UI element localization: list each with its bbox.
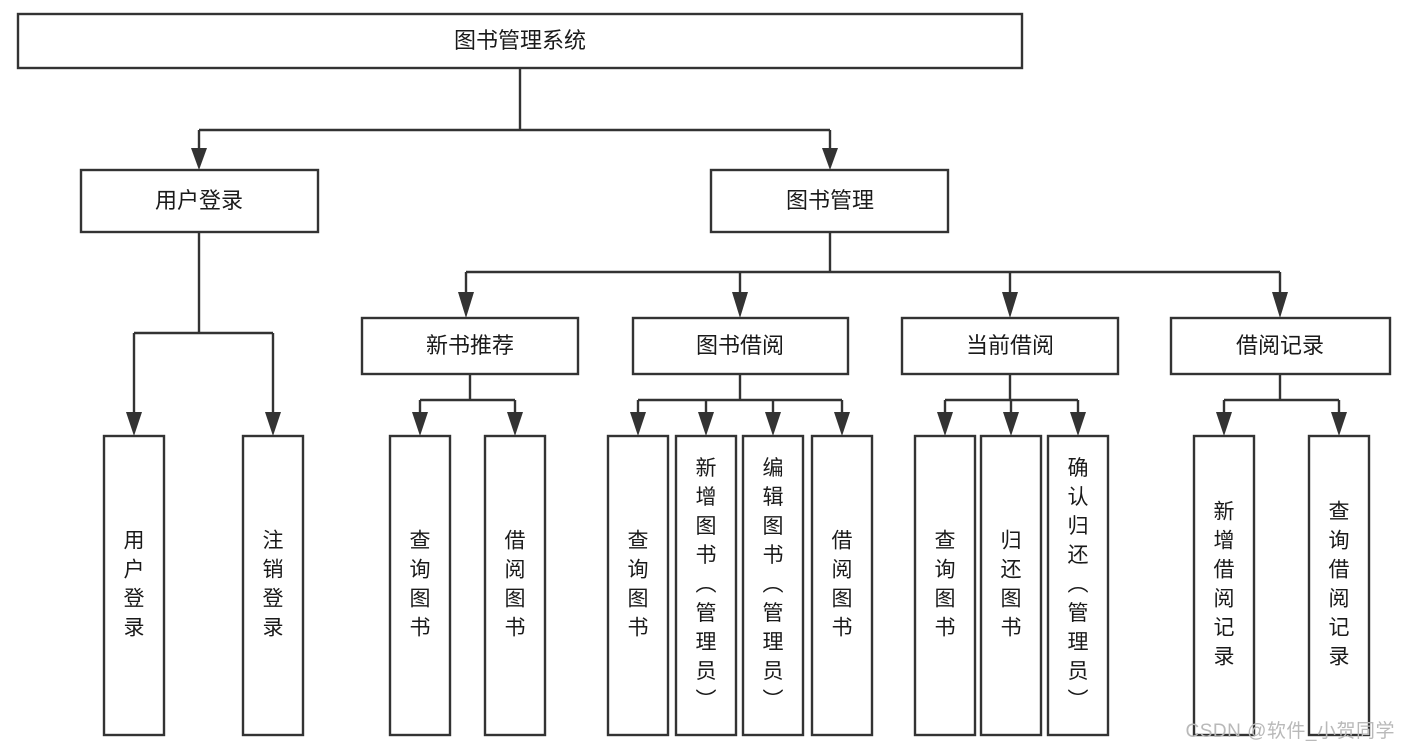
node-borrow-record-box xyxy=(1169,316,1392,376)
leaf-node-query-borrow-record[interactable]: 查询借阅记录 xyxy=(1307,434,1371,737)
leaf-node-user-login-action-label: 用户登录 xyxy=(124,529,145,639)
leaf-node-edit-book-admin-box xyxy=(741,434,805,737)
leaf-node-return-book-label: 归还图书 xyxy=(1001,529,1022,639)
leaf-node-confirm-return-admin-box xyxy=(1046,434,1110,737)
leaf-node-borrow-query-book-box xyxy=(606,434,670,737)
leaf-node-newbook-borrow-book[interactable]: 借阅图书 xyxy=(483,434,547,737)
leaf-node-newbook-borrow-book-label: 借阅图书 xyxy=(505,529,526,639)
arrow-head-book-borrow xyxy=(732,292,748,318)
leaf-node-newbook-query-book-box xyxy=(388,434,452,737)
arrow-head-bookborrow-leaf-2 xyxy=(698,412,714,436)
node-new-book-recommend-box xyxy=(360,316,580,376)
arrow-head-currentborrow-leaf-2 xyxy=(1003,412,1019,436)
leaf-node-user-login-action-box xyxy=(102,434,166,737)
node-root-label: 图书管理系统 xyxy=(454,28,586,53)
leaf-node-confirm-return-admin[interactable]: 确认归还︵管理员︶ xyxy=(1046,434,1110,737)
node-book-management[interactable]: 图书管理 xyxy=(709,168,950,234)
arrow-head-newbook-leaf-1 xyxy=(412,412,428,436)
leaf-node-add-borrow-record-label: 新增借阅记录 xyxy=(1214,500,1235,668)
node-user-login-label: 用户登录 xyxy=(155,188,243,213)
arrow-head-currentborrow-leaf-1 xyxy=(937,412,953,436)
leaf-node-edit-book-admin-label: 编辑图书︵管理员︶ xyxy=(763,457,784,712)
node-book-borrow[interactable]: 图书借阅 xyxy=(631,316,850,376)
leaf-node-user-login-action[interactable]: 用户登录 xyxy=(102,434,166,737)
arrow-head-currentborrow-leaf-3 xyxy=(1070,412,1086,436)
leaf-node-add-borrow-record-box xyxy=(1192,434,1256,737)
leaf-node-query-borrow-record-box xyxy=(1307,434,1371,737)
leaf-node-query-borrow-record-label: 查询借阅记录 xyxy=(1329,500,1350,668)
arrow-head-leaf-logout xyxy=(265,412,281,436)
leaf-node-logout-box xyxy=(241,434,305,737)
node-book-borrow-label: 图书借阅 xyxy=(696,333,784,358)
node-new-book-recommend-label: 新书推荐 xyxy=(426,333,514,358)
node-root-book-management-system[interactable]: 图书管理系统 xyxy=(16,12,1024,70)
leaf-node-edit-book-admin[interactable]: 编辑图书︵管理员︶ xyxy=(741,434,805,737)
leaf-node-return-book-box xyxy=(979,434,1043,737)
leaf-node-borrow-borrow-book-box xyxy=(810,434,874,737)
arrow-head-borrowrecord-leaf-2 xyxy=(1331,412,1347,436)
leaf-node-add-book-admin-box xyxy=(674,434,738,737)
leaf-node-return-book[interactable]: 归还图书 xyxy=(979,434,1043,737)
leaf-node-newbook-query-book-label: 查询图书 xyxy=(410,529,431,639)
node-borrow-record[interactable]: 借阅记录 xyxy=(1169,316,1392,376)
leaf-node-confirm-return-admin-label: 确认归还︵管理员︶ xyxy=(1068,457,1089,712)
leaf-node-borrow-query-book[interactable]: 查询图书 xyxy=(606,434,670,737)
leaf-node-current-query-book[interactable]: 查询图书 xyxy=(913,434,977,737)
leaf-node-logout[interactable]: 注销登录 xyxy=(241,434,305,737)
node-current-borrow-label: 当前借阅 xyxy=(966,333,1054,358)
arrow-head-new-book xyxy=(458,292,474,318)
leaf-node-borrow-query-book-label: 查询图书 xyxy=(628,529,649,639)
node-book-borrow-box xyxy=(631,316,850,376)
leaf-node-add-book-admin-label: 新增图书︵管理员︶ xyxy=(696,457,717,712)
node-current-borrow[interactable]: 当前借阅 xyxy=(900,316,1120,376)
leaf-node-current-query-book-label: 查询图书 xyxy=(935,529,956,639)
leaf-node-borrow-borrow-book[interactable]: 借阅图书 xyxy=(810,434,874,737)
leaf-node-newbook-query-book[interactable]: 查询图书 xyxy=(388,434,452,737)
leaf-node-borrow-borrow-book-label: 借阅图书 xyxy=(832,529,853,639)
arrow-head-newbook-leaf-2 xyxy=(507,412,523,436)
arrow-head-book-manage xyxy=(822,148,838,170)
arrow-head-current-borrow xyxy=(1002,292,1018,318)
node-book-management-label: 图书管理 xyxy=(786,188,874,213)
node-borrow-record-label: 借阅记录 xyxy=(1236,333,1324,358)
arrow-head-leaf-user-login xyxy=(126,412,142,436)
node-new-book-recommend[interactable]: 新书推荐 xyxy=(360,316,580,376)
leaf-node-add-book-admin[interactable]: 新增图书︵管理员︶ xyxy=(674,434,738,737)
leaf-node-newbook-borrow-book-box xyxy=(483,434,547,737)
arrow-head-bookborrow-leaf-4 xyxy=(834,412,850,436)
connector-layer xyxy=(126,68,1347,436)
arrow-head-user-login xyxy=(191,148,207,170)
node-user-login[interactable]: 用户登录 xyxy=(79,168,320,234)
leaf-node-logout-label: 注销登录 xyxy=(263,529,284,639)
node-current-borrow-box xyxy=(900,316,1120,376)
node-root-box xyxy=(16,12,1024,70)
arrow-head-bookborrow-leaf-3 xyxy=(765,412,781,436)
arrow-head-bookborrow-leaf-1 xyxy=(630,412,646,436)
leaf-node-add-borrow-record[interactable]: 新增借阅记录 xyxy=(1192,434,1256,737)
arrow-head-borrow-record xyxy=(1272,292,1288,318)
leaf-node-current-query-book-box xyxy=(913,434,977,737)
node-book-management-box xyxy=(709,168,950,234)
node-user-login-box xyxy=(79,168,320,234)
arrow-head-borrowrecord-leaf-1 xyxy=(1216,412,1232,436)
